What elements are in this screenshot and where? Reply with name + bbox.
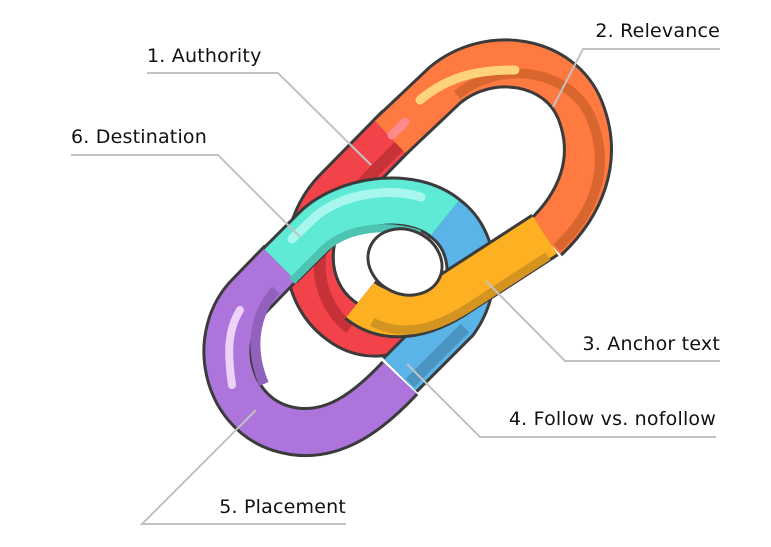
- labels: 1. Authority 2. Relevance 3. Anchor text…: [71, 20, 720, 518]
- label-relevance: 2. Relevance: [595, 20, 720, 42]
- leader-placement: [139, 409, 346, 525]
- upper-chain-link-front: [344, 214, 559, 339]
- label-authority: 1. Authority: [147, 45, 262, 67]
- leader-destination: [71, 154, 301, 238]
- label-anchor-text: 3. Anchor text: [583, 333, 720, 355]
- upper-link-hole: [366, 227, 444, 297]
- leader-follow-nofollow: [406, 363, 716, 438]
- label-follow-nofollow: 4. Follow vs. nofollow: [509, 408, 716, 430]
- label-placement: 5. Placement: [219, 496, 346, 518]
- leader-authority: [147, 72, 372, 166]
- leader-lines: [71, 48, 720, 525]
- leader-relevance: [552, 48, 720, 108]
- leader-anchor-text: [485, 280, 720, 362]
- label-destination: 6. Destination: [71, 126, 207, 148]
